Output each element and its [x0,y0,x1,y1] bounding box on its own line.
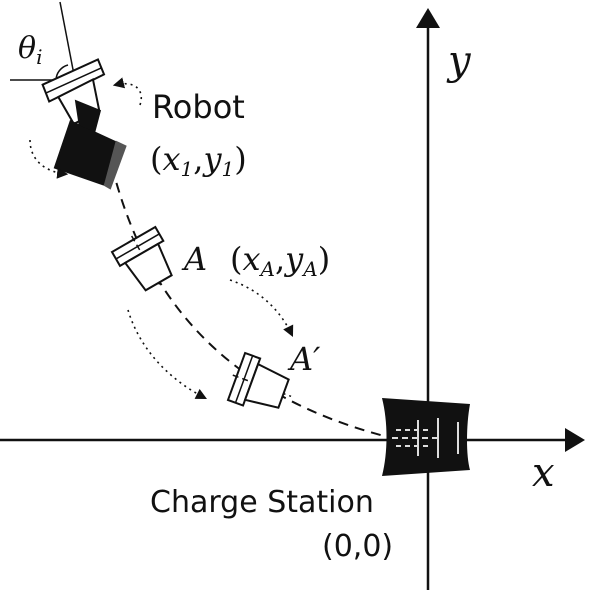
charge-station-icon [382,398,470,476]
point-a-prime-label: A′ [287,340,321,378]
rotation-arrow-right [112,77,142,106]
robot-icon [53,99,127,190]
y-axis-label: y [446,38,472,84]
robot-outline-a [110,225,173,292]
robot-outline-a-prime [226,351,292,409]
point-a-coordinate-label: (xA,yA) [230,240,330,281]
motion-arrow-1 [229,279,294,338]
heading-line [59,1,76,81]
robot-outline-start [41,58,106,126]
charge-station-label: Charge Station [150,485,374,520]
point-a-label: A [181,240,207,278]
y-axis-arrowhead [416,8,440,28]
origin-label: (0,0) [322,529,393,564]
x-axis-label: x [532,450,555,496]
robot-label: Robot [152,88,245,126]
theta-label: θi [18,31,42,69]
robot-coordinate-label: (x1,y1) [150,140,247,181]
trajectory-path [107,149,393,439]
x-axis-arrowhead [565,428,585,452]
rotation-arrow-left [29,139,69,179]
motion-arrow-2 [127,309,207,400]
